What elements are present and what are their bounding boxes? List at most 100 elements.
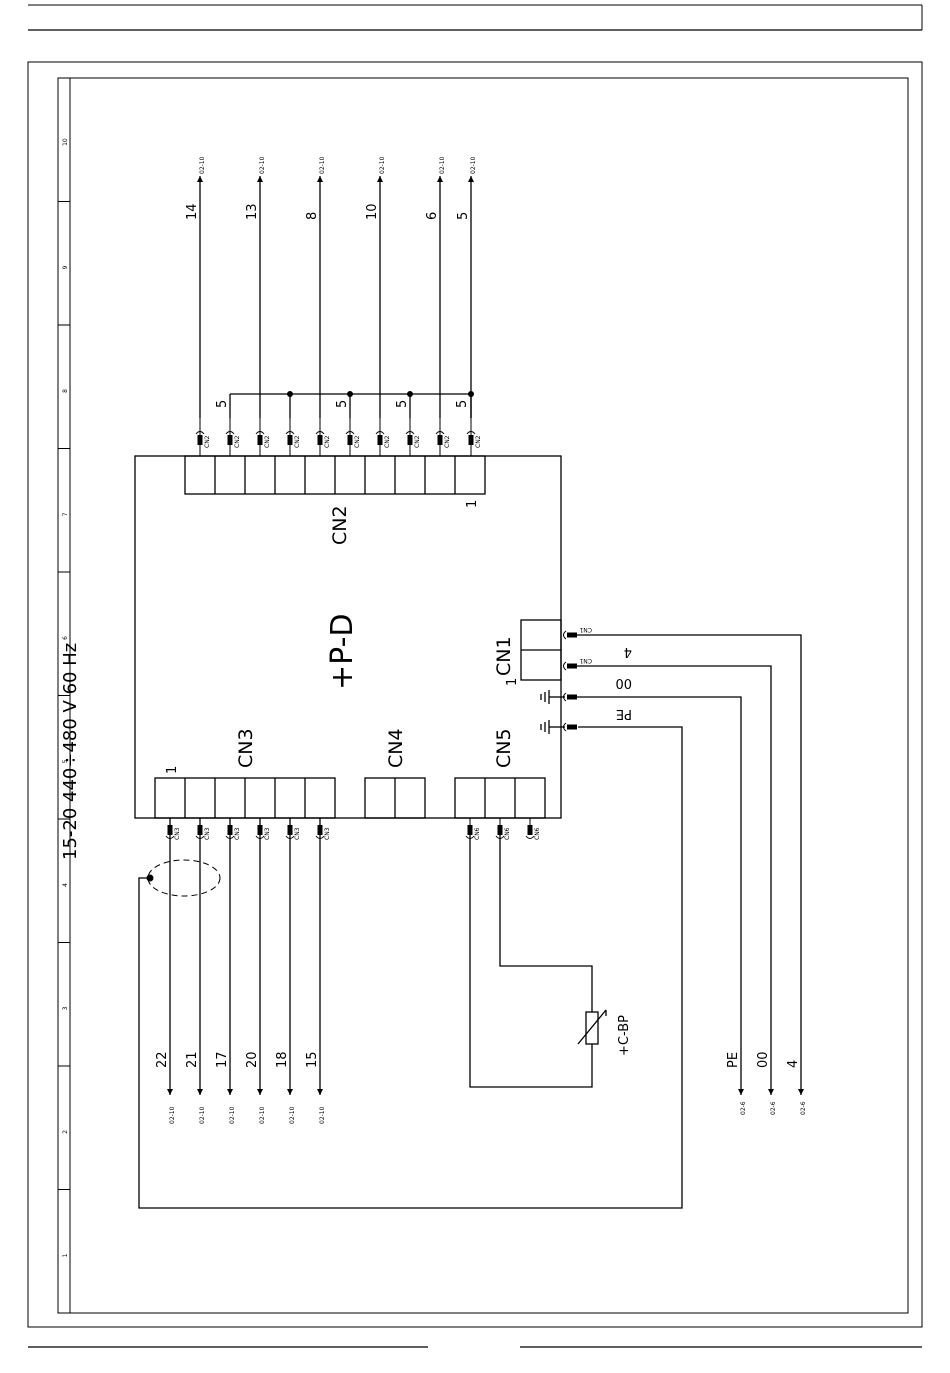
ruler-number: 8	[62, 389, 69, 393]
plug-icon	[563, 722, 577, 732]
cn5-label: CN5	[493, 728, 515, 768]
cn5-pin-wire: CN6	[465, 818, 481, 840]
cn2-pin-one: 1	[465, 500, 480, 508]
ruler-number: 3	[62, 1006, 69, 1010]
wire-number: 6	[425, 212, 440, 220]
plug-tag: CN2	[264, 435, 271, 448]
cn2-pin-wire: CN2	[195, 418, 211, 456]
arrow-down-icon	[167, 1089, 173, 1095]
wire-number: 4	[786, 1060, 801, 1068]
plug-tag: CN2	[444, 435, 451, 448]
wire-ref: 02-10	[439, 156, 446, 174]
arrow-down-icon	[317, 1089, 323, 1095]
wire-ref: 02-10	[259, 1106, 266, 1124]
arrow-up-icon	[377, 176, 383, 182]
page-frame	[27, 4, 923, 1348]
arrow-up-icon	[468, 176, 474, 182]
wire-ref: 02-10	[379, 156, 386, 174]
ground-icon	[540, 690, 565, 704]
plug-icon: CN2	[435, 431, 451, 448]
right-wire: 4 02-6 4	[575, 634, 807, 1115]
sheet-title: 15-20 440÷480 V 60 Hz	[60, 643, 81, 860]
junction-dot	[468, 391, 474, 397]
wire-ref: 02-10	[229, 1106, 236, 1124]
wire-ref: 02-10	[259, 156, 266, 174]
ruler-number: 9	[62, 265, 69, 269]
cn2-pin-wire: CN2	[345, 418, 361, 456]
plug-icon: CN2	[285, 431, 301, 448]
plug-icon: CN2	[195, 431, 211, 448]
cn2-pin-wire: CN2	[375, 418, 391, 456]
cn1-label: CN1	[493, 636, 515, 676]
plug-tag: CN2	[324, 435, 331, 448]
sensor-label: +C-BP	[617, 1015, 632, 1056]
cn5-pin-wire: CN6	[525, 818, 541, 840]
wire-number: 20	[245, 1051, 260, 1068]
plug-tag: CN2	[204, 435, 211, 448]
plug-icon: CN6	[465, 825, 481, 840]
plug-icon: CN3	[285, 825, 301, 840]
wire-number-inverted: 00	[615, 675, 632, 690]
wire-ref: 02-6	[740, 1101, 747, 1115]
arrow-up-icon	[257, 176, 263, 182]
cn5-pin-wire: CN6	[495, 818, 511, 840]
wire-number: 13	[245, 203, 260, 220]
wire-number: 15	[305, 1051, 320, 1068]
plug-tag: CN3	[264, 827, 271, 840]
wire-ref: 02-10	[199, 1106, 206, 1124]
plug-tag: CN1	[579, 657, 592, 664]
bus-label: 5	[335, 400, 350, 408]
cn1-pin-one: 1	[505, 678, 520, 686]
ruler-number: 2	[62, 1130, 69, 1134]
plug-tag: CN2	[475, 435, 482, 448]
wire-number: 18	[275, 1051, 290, 1068]
cn2-pin-wire: CN2	[315, 418, 331, 456]
connector-cn3: CN3 1	[154, 728, 336, 819]
plug-tag: CN6	[504, 827, 511, 840]
top-wire: 02-108	[305, 156, 326, 418]
plug-tag: CN2	[354, 435, 361, 448]
wire-ref: 02-6	[800, 1101, 807, 1115]
plug-icon: CN2	[255, 431, 271, 448]
junction-dot	[287, 391, 293, 397]
plug-icon: CN3	[315, 825, 331, 840]
wire-number: 00	[756, 1051, 771, 1068]
shield-ground-loop	[138, 726, 683, 1209]
cn3-pin-one: 1	[165, 766, 180, 774]
connector-cn1: CN1 1	[493, 619, 562, 686]
wire-number: 17	[215, 1051, 230, 1068]
wire-number: 5	[456, 212, 471, 220]
wire-number-inverted: PE	[616, 706, 632, 721]
cn2-pin-wire: CN2	[405, 418, 421, 456]
wire-ref: 02-10	[169, 1106, 176, 1124]
right-wire: PE 02-6 PE	[575, 696, 747, 1115]
top-wire: 02-10 6	[425, 156, 446, 418]
plug-icon: CN2	[405, 431, 421, 448]
wire-number: PE	[726, 1052, 741, 1068]
wire-ref: 02-10	[470, 156, 477, 174]
cn2-label: CN2	[329, 505, 351, 545]
arrow-up-icon	[317, 176, 323, 182]
bus-label: 5	[455, 400, 470, 408]
cn4-label: CN4	[385, 728, 407, 768]
arrow-up-icon	[197, 176, 203, 182]
connector-cn5: CN5	[454, 728, 546, 819]
bus-label: 5	[395, 400, 410, 408]
plug-tag: CN2	[234, 435, 241, 448]
board-label: +P-D	[325, 614, 360, 691]
bottom-wire: CN3 17 02-10	[215, 818, 241, 1124]
plug-icon: CN3	[225, 825, 241, 840]
cn2-pin-wire: CN2	[225, 418, 241, 456]
plug-icon: CN3	[195, 825, 211, 840]
wire-number-inverted: 4	[624, 644, 632, 659]
wire-ref: 02-10	[199, 156, 206, 174]
arrow-down-icon	[287, 1089, 293, 1095]
top-wire: 02-10 13	[245, 156, 266, 418]
plug-tag: CN3	[324, 827, 331, 840]
